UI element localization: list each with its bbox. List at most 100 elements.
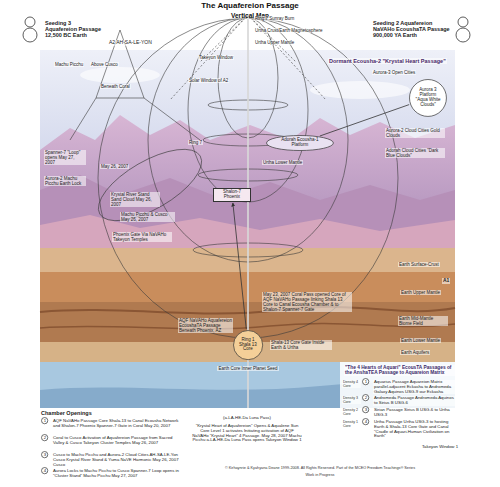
map-label: AQF NaVAHo Aquafereion EcoushaTA Passage… <box>178 318 233 333</box>
map-label: Earth Surface-Crust <box>398 262 440 267</box>
map-label: Aquarius Passage Aquareion Matrix parall… <box>373 380 455 394</box>
map-label: Solar Window of A2 <box>188 78 229 83</box>
node-text: Aurora 3 Platform "Aqua White Clouds" <box>413 88 443 108</box>
map-label: Urtha Upper Mantle <box>254 40 295 45</box>
node-shape <box>410 80 447 117</box>
node-text: Shalon-7 Phoenix <box>216 190 248 200</box>
node-shape <box>42 468 48 474</box>
passage-connector <box>233 203 246 329</box>
node-shape <box>42 452 48 458</box>
map-label: A2 AH-SA-LE-YON <box>108 40 153 46</box>
seeding-icon <box>23 17 37 42</box>
node-text: 2 <box>365 396 367 401</box>
map-label: Andromeda Passage Andromeda Aquinos to S… <box>373 396 455 406</box>
map-label: Earth Mid-Mantle Biome Field <box>398 316 448 326</box>
map-label: Phoenix Gate Via NaVAHo Takeyon Temples <box>112 232 172 242</box>
node-shape <box>267 135 334 150</box>
node-text: Adorah Ecousha-1 Platform <box>277 138 322 148</box>
node-shape <box>363 395 369 401</box>
node-shape <box>363 407 369 413</box>
map-label: Density 4 Core <box>342 380 361 388</box>
seeding-icon <box>456 17 470 42</box>
cloud <box>310 81 410 99</box>
node-shape <box>233 330 262 359</box>
map-label: Above Cusco <box>90 62 119 67</box>
number-circle: 1 <box>362 378 369 385</box>
node-shape <box>363 379 369 385</box>
map-label: Earth Core Inner Planet Seed <box>217 366 278 371</box>
core-circle: Ring 1 Shala 13 Core <box>233 330 263 360</box>
node-text: Ring 1 Shala 13 Core <box>236 338 260 353</box>
node-shape <box>363 419 369 425</box>
map-label: Earth Upper Mantle <box>400 290 441 295</box>
diagram-title: The Aquafereion Passage <box>200 2 300 11</box>
map-label: "The 4 Hearts of Aquari" EcousTA Passage… <box>344 365 456 376</box>
map-label: Aurora-2 Machu Picchu Earth Lock <box>44 176 86 186</box>
map-label: Beneath Coral <box>100 84 131 89</box>
map-label: Chamber Openings <box>40 410 93 416</box>
map-label: Takeyon Window <box>198 55 234 60</box>
node-shape <box>42 418 48 424</box>
map-label: Seeding 2 Aquafereion NaVAHo EcoushaTA P… <box>372 20 452 38</box>
map-label: Urtha Crust/Earth Magnetosphere <box>254 28 324 33</box>
node-text: 4 <box>365 420 367 425</box>
spanner-loop <box>88 135 212 235</box>
platform-oval: Adorah Ecousha-1 Platform <box>266 135 334 151</box>
map-label: May 23, 2007 Coral Pass opened Core of A… <box>262 292 352 312</box>
node-shape <box>42 435 48 441</box>
map-label: Urtha Passage Urtha USG-3 to hosting Ear… <box>373 420 455 439</box>
map-label: Density 3 Core <box>342 396 361 404</box>
icon-body <box>456 28 470 42</box>
node-text: 1 <box>44 419 46 424</box>
map-label: (a-LA-HE-Da Luna Pass) <box>222 416 272 421</box>
map-label: Aurora-3 Open Cities <box>372 70 416 75</box>
cloud <box>80 67 160 83</box>
map-label: Seeding 3 Aquafereion Passage 12,500 BC … <box>44 20 102 38</box>
map-label: Density 1 Core <box>342 420 361 428</box>
map-label: Machu Picchu <box>54 62 84 67</box>
map-label: Takeyon Window 1 <box>421 445 459 450</box>
number-circle: 4 <box>362 418 369 425</box>
icon-body <box>23 28 37 42</box>
node-text: 4 <box>44 469 46 474</box>
number-circle: 3 <box>362 406 369 413</box>
map-label: Earth Lower Mantle <box>400 338 441 343</box>
map-label: Work in Progress <box>304 473 335 477</box>
link-lines <box>70 98 200 140</box>
node-text: 1 <box>365 380 367 385</box>
icon-head <box>458 17 468 27</box>
node-text: 3 <box>365 408 367 413</box>
map-label: Earth Aquifers <box>400 350 430 355</box>
map-label: Ring 7 <box>188 140 203 145</box>
map-label: Aurora-2 Cloud Cities Gold Clouds <box>385 128 445 138</box>
map-label: Cusco to Machu Picchu and Aurora-2 Cloud… <box>52 453 185 467</box>
map-label: Aurora Locks to Machu Picchu to Cusco Sp… <box>52 469 185 479</box>
map-label: "Krystal Heart of Aquafereion" Opens & A… <box>191 424 303 443</box>
map-label: Sirian Passage Sirius B USG-6 to Urtha U… <box>373 408 455 418</box>
map-label: Ring 7 Sunray Burn <box>254 16 295 21</box>
number-circle: 2 <box>362 394 369 401</box>
map-label: Dormant Ecousha-2 "Krystal Heart Passage… <box>328 58 447 64</box>
map-label: Machu Picchu & Cusco May 26, 2007 <box>120 212 175 222</box>
map-label: Krystal River Stand Sand Cloud May 26, 2… <box>110 192 160 207</box>
node-text: 3 <box>44 453 46 458</box>
map-label: Urtha Lower Mantle <box>262 160 303 165</box>
icon-head <box>25 17 35 27</box>
number-circle: 2 <box>41 434 48 441</box>
map-label: Shala-13 Core Gate Inside Earth & Urtha <box>270 340 332 350</box>
platform-circle: Aurora 3 Platform "Aqua White Clouds" <box>409 79 447 117</box>
map-label: A1 <box>442 278 450 284</box>
number-circle: 3 <box>41 451 48 458</box>
map-label: AQF NaVAHo Passage Core Shala-13 to Cana… <box>52 419 185 429</box>
map-label: May 26, 2007 <box>100 164 129 169</box>
map-label: Coral to Cusco Activation of Aquafereion… <box>52 436 185 446</box>
number-circle: 4 <box>41 467 48 474</box>
number-circle: 1 <box>41 417 48 424</box>
map-label: Spanner-7 "Loop" opens May 27, 2007 <box>44 150 86 165</box>
node-text: 2 <box>44 436 46 441</box>
legend-panel <box>340 362 456 450</box>
map-label: Adorah Cloud Cities "Dark Blue Clouds" <box>385 148 445 158</box>
map-label: Density 2 Core <box>342 408 361 416</box>
gate-box: Shalon-7 Phoenix <box>213 188 251 202</box>
